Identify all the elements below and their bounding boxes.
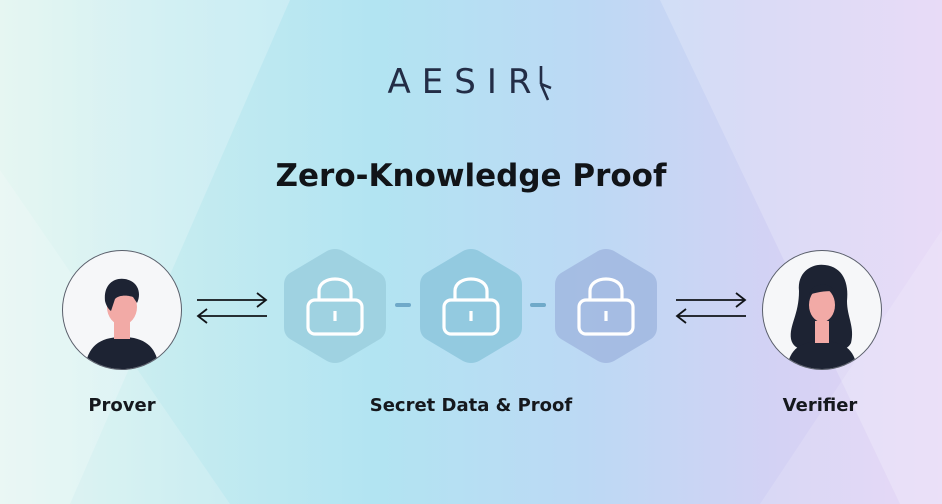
prover-label: Prover [88, 395, 156, 416]
lock-icon [577, 277, 635, 336]
connector-dash [395, 303, 411, 307]
verifier-label: Verifier [782, 395, 858, 416]
hexagon-shape [420, 249, 522, 363]
two-way-arrows-icon [675, 292, 747, 324]
logo-text: AESIR [387, 62, 543, 102]
aesir-logo: AESIR [0, 62, 942, 104]
secret-hexagon-1 [284, 249, 386, 363]
person-female-icon [787, 264, 857, 369]
lock-icon [442, 277, 500, 336]
secret-hexagon-3 [555, 249, 657, 363]
verifier-avatar [762, 250, 882, 370]
diagram-title: Zero-Knowledge Proof [275, 158, 667, 194]
secret-hexagon-2 [420, 249, 522, 363]
lock-icon [306, 277, 364, 336]
two-way-arrows-icon [196, 292, 268, 324]
connector-dash [530, 303, 546, 307]
hexagon-shape [284, 249, 386, 363]
secret-data-label: Secret Data & Proof [369, 395, 573, 416]
person-male-icon [85, 278, 159, 369]
logo-mark-icon [540, 66, 552, 101]
hexagon-shape [555, 249, 657, 363]
prover-avatar [62, 250, 182, 370]
